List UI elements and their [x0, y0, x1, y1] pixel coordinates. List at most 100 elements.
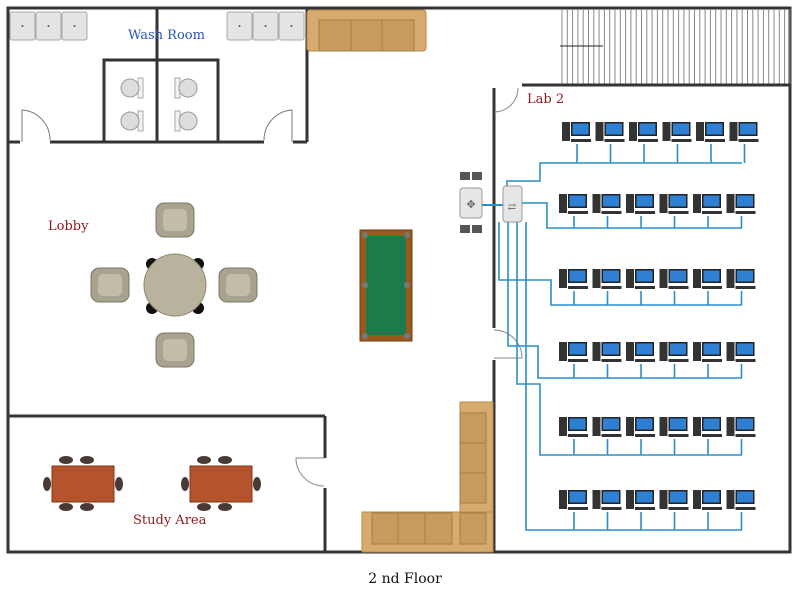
- keyboard: [568, 211, 588, 214]
- pc-tower: [592, 269, 601, 288]
- round-table: [143, 253, 207, 317]
- pc-tower: [559, 194, 567, 213]
- lab-door-top[interactable]: [493, 87, 519, 113]
- computer[interactable]: [592, 342, 622, 378]
- computer[interactable]: [595, 122, 625, 163]
- keyboard: [705, 139, 725, 142]
- computer[interactable]: [659, 342, 689, 378]
- computer[interactable]: [693, 342, 722, 378]
- computer[interactable]: [592, 194, 622, 228]
- lobby-label: Lobby: [48, 219, 89, 234]
- pc-tower: [693, 194, 701, 213]
- sink: [9, 11, 36, 41]
- pc-tower: [626, 490, 634, 509]
- toilets: [120, 77, 198, 132]
- router[interactable]: ✥: [459, 172, 483, 233]
- keyboard: [668, 434, 689, 437]
- keyboard: [702, 211, 722, 214]
- keyboard: [568, 359, 588, 362]
- computer[interactable]: [693, 490, 722, 530]
- computer[interactable]: [626, 490, 655, 530]
- computer[interactable]: [626, 342, 655, 378]
- sink: [226, 11, 253, 41]
- computer[interactable]: [626, 269, 655, 305]
- wash-door-left[interactable]: [21, 109, 51, 142]
- computer[interactable]: [693, 194, 722, 228]
- computer[interactable]: [559, 269, 588, 305]
- toilet: [120, 110, 144, 132]
- computer[interactable]: [729, 122, 759, 163]
- lab-door-side[interactable]: [493, 329, 523, 359]
- router-arrows-icon: ✥: [466, 198, 475, 211]
- study-chair: [197, 503, 211, 511]
- computer[interactable]: [562, 122, 591, 163]
- computer[interactable]: [696, 122, 725, 163]
- keyboard: [571, 139, 591, 142]
- computer[interactable]: [659, 194, 689, 228]
- computer[interactable]: [726, 269, 756, 305]
- computer[interactable]: [659, 417, 689, 455]
- computer[interactable]: [592, 417, 622, 455]
- pc-tower: [693, 269, 701, 288]
- keyboard: [735, 359, 756, 362]
- keyboard: [568, 286, 588, 289]
- computer[interactable]: [726, 194, 756, 228]
- keyboard: [735, 434, 756, 437]
- computer[interactable]: [726, 490, 756, 530]
- study-door[interactable]: [295, 457, 325, 487]
- staircase: [560, 9, 791, 84]
- computer[interactable]: [693, 269, 722, 305]
- study-area-walls: [8, 414, 327, 552]
- pc-tower: [562, 122, 570, 141]
- keyboard: [601, 434, 622, 437]
- network-switch[interactable]: ⇄: [502, 185, 523, 223]
- keyboard: [702, 359, 722, 362]
- chair: [218, 267, 258, 303]
- switch-arrows-icon: ⇄: [508, 202, 517, 213]
- keyboard: [601, 359, 622, 362]
- computer[interactable]: [626, 417, 655, 455]
- study-area-label: Study Area: [133, 513, 207, 528]
- keyboard: [668, 359, 689, 362]
- computer[interactable]: [592, 269, 622, 305]
- computer[interactable]: [726, 417, 756, 455]
- lab-label: Lab 2: [527, 92, 564, 107]
- sink: [61, 11, 88, 41]
- network-cable: [506, 162, 742, 186]
- study-chair: [43, 477, 51, 491]
- computer[interactable]: [659, 269, 689, 305]
- network-cable: [498, 222, 742, 306]
- keyboard: [635, 211, 655, 214]
- computer[interactable]: [726, 342, 756, 378]
- pc-tower: [726, 269, 735, 288]
- pc-tower: [592, 417, 601, 436]
- computer[interactable]: [693, 417, 722, 455]
- computer[interactable]: [662, 122, 692, 163]
- keyboard: [738, 139, 759, 142]
- network-cable: [525, 222, 742, 531]
- study-table: [181, 456, 261, 511]
- network-cable: [522, 202, 742, 229]
- wash-door-right[interactable]: [263, 109, 293, 142]
- computer[interactable]: [559, 194, 588, 228]
- pc-tower: [629, 122, 637, 141]
- pc-tower: [659, 269, 668, 288]
- pc-tower: [559, 417, 567, 436]
- computer[interactable]: [559, 342, 588, 378]
- computer[interactable]: [592, 490, 622, 530]
- computer[interactable]: [559, 417, 588, 455]
- study-chair: [197, 456, 211, 464]
- pc-tower: [726, 194, 735, 213]
- computer[interactable]: [626, 194, 655, 228]
- keyboard: [601, 286, 622, 289]
- keyboard: [604, 139, 625, 142]
- keyboard: [668, 211, 689, 214]
- chair: [90, 267, 130, 303]
- computer[interactable]: [659, 490, 689, 530]
- pc-tower: [592, 194, 601, 213]
- computer[interactable]: [559, 490, 588, 530]
- keyboard: [601, 507, 622, 510]
- computer[interactable]: [629, 122, 658, 163]
- l-shaped-sofa: [361, 401, 494, 553]
- study-chair: [115, 477, 123, 491]
